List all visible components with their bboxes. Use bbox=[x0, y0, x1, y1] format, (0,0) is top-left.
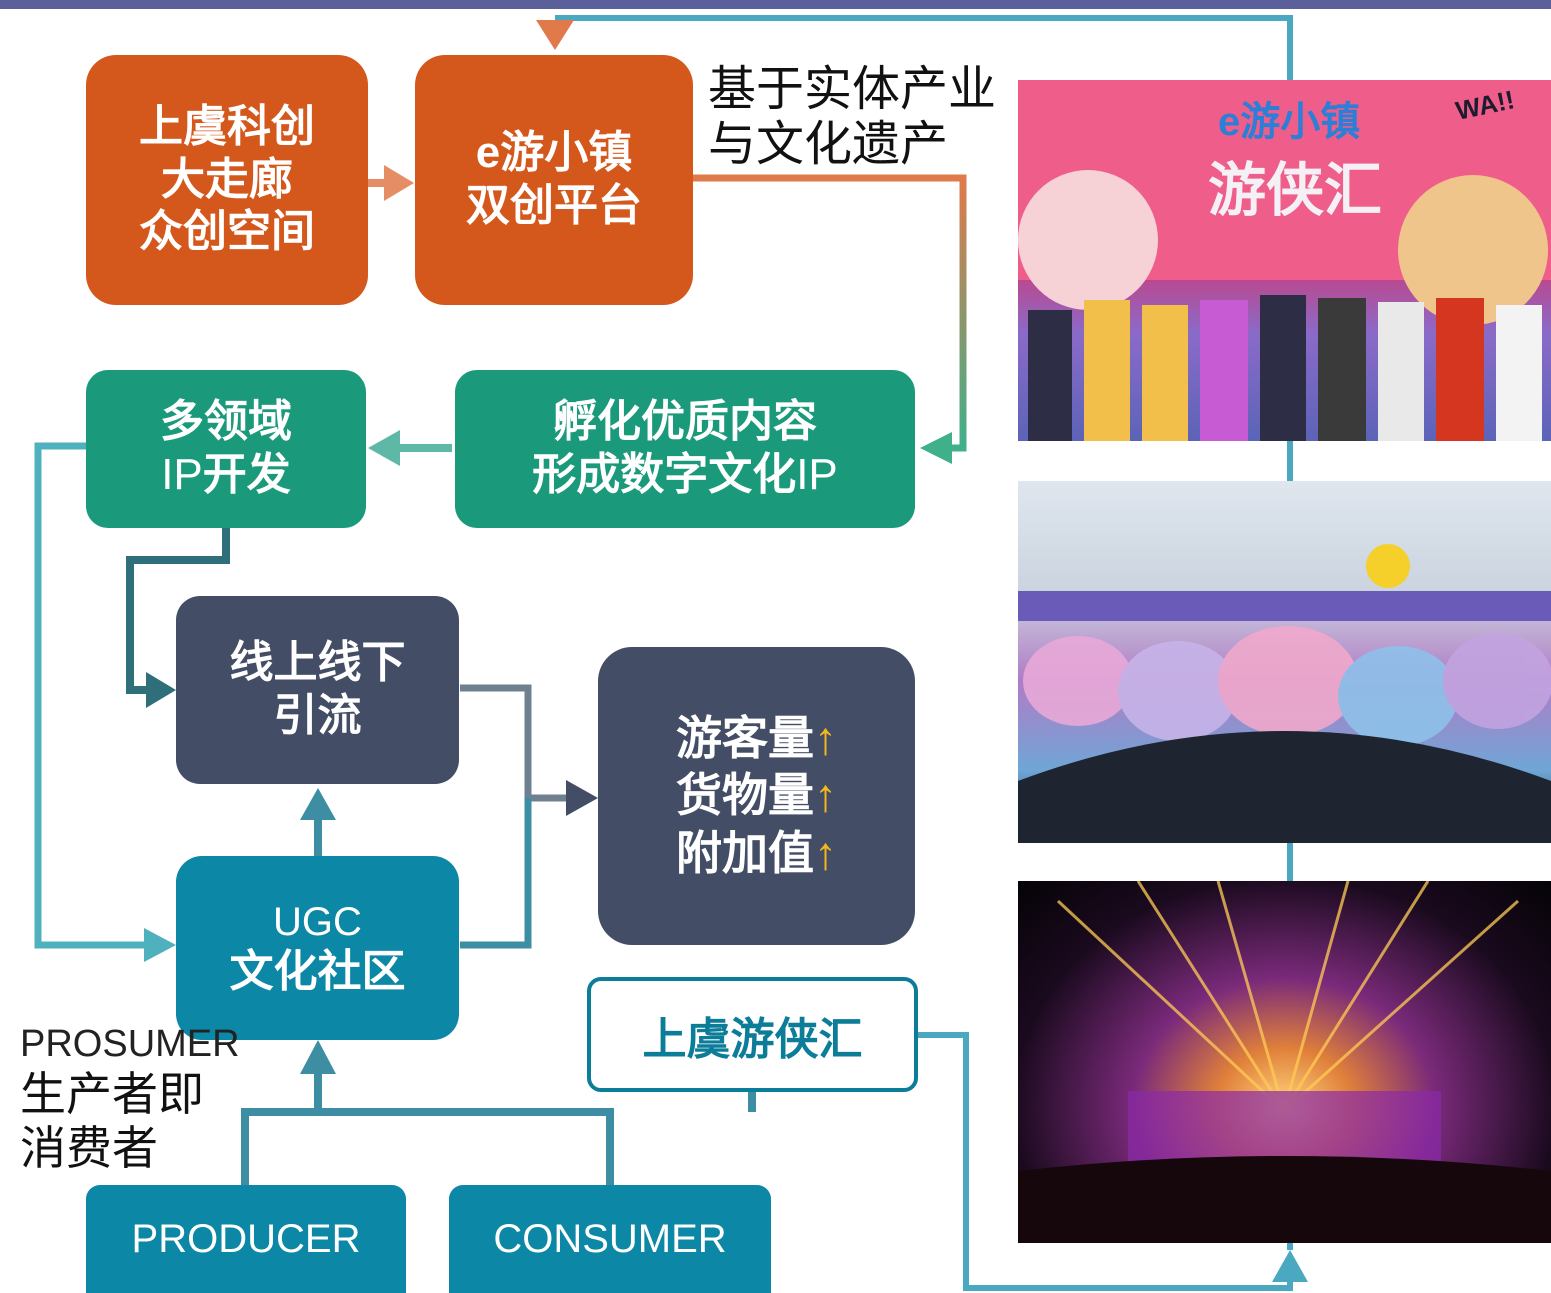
concert-photo bbox=[1018, 881, 1551, 1243]
crowd-photo-art bbox=[1018, 544, 1551, 843]
concert-photo-art bbox=[1018, 881, 1551, 1243]
festival-to-photos-connector bbox=[918, 1032, 1293, 1291]
cosplay-photo: e游小镇 游侠汇 WA!! bbox=[1018, 80, 1551, 441]
to-metrics-arrowhead bbox=[566, 780, 598, 816]
online-offline-line1: 线上线下 bbox=[229, 638, 406, 688]
incubate-line1: 孵化优质内容 bbox=[553, 397, 817, 447]
ip-to-ugc-connector bbox=[34, 442, 160, 949]
festival-label: 上虞游侠汇 bbox=[642, 1014, 863, 1064]
ip-to-online-connector bbox=[126, 528, 230, 694]
return-arrowhead bbox=[536, 20, 574, 50]
up-arrow-icon: ↑ bbox=[814, 826, 837, 879]
multi-ip-line1: 多领域 bbox=[160, 397, 292, 447]
ugc-line1: UGC bbox=[273, 899, 362, 944]
bus-to-ugc-arrowhead bbox=[300, 1040, 336, 1074]
innovation-corridor-line3: 众创空间 bbox=[139, 207, 315, 257]
crowd-photo bbox=[1018, 481, 1551, 843]
producer-label: PRODUCER bbox=[131, 1217, 361, 1261]
online-offline-line2: 引流 bbox=[273, 691, 362, 740]
producer-box: PRODUCER bbox=[86, 1185, 406, 1293]
prosumer-label: PROSUMER 生产者即 消费者 bbox=[20, 1022, 240, 1175]
metric-value-added-label: 附加值 bbox=[676, 826, 814, 879]
incubate-to-ip-arrowhead bbox=[368, 430, 400, 466]
multi-ip-line2: IP开发 bbox=[161, 449, 291, 502]
corridor-to-etown-arrowhead bbox=[384, 165, 414, 201]
up-arrow-icon: ↑ bbox=[814, 769, 837, 822]
online-offline-box: 线上线下 引流 bbox=[176, 596, 459, 784]
up-arrow-icon: ↑ bbox=[814, 711, 837, 764]
ugc-to-metrics-connector bbox=[460, 798, 532, 949]
consumer-label: CONSUMER bbox=[493, 1217, 727, 1261]
incubate-line2-suffix: IP bbox=[796, 450, 838, 499]
multi-domain-ip-box: 多领域 IP开发 bbox=[86, 370, 366, 528]
e-town-line1: e游小镇 bbox=[475, 128, 633, 178]
top-accent-bar bbox=[0, 0, 1551, 9]
incubate-line2-main: 形成数字文化 bbox=[532, 450, 797, 499]
incubate-line2: 形成数字文化IP bbox=[532, 449, 838, 502]
cosplay-banner-text: 游侠汇 bbox=[1208, 158, 1382, 223]
cosplay-photo-art: e游小镇 游侠汇 WA!! bbox=[1018, 80, 1551, 441]
producer-to-ugc-connector bbox=[241, 1108, 614, 1185]
innovation-corridor-line2: 大走廊 bbox=[161, 154, 293, 204]
industry-heritage-line2: 与文化遗产 bbox=[708, 118, 949, 172]
festival-box: 上虞游侠汇 bbox=[587, 977, 918, 1092]
metric-tourists: 游客量↑ bbox=[676, 710, 837, 768]
e-town-platform-box: e游小镇 双创平台 bbox=[415, 55, 693, 305]
multi-ip-prefix: IP bbox=[161, 450, 203, 499]
etown-to-incubate-arrowhead bbox=[920, 432, 952, 464]
multi-ip-suffix: 开发 bbox=[202, 450, 291, 499]
metric-value-added: 附加值↑ bbox=[676, 825, 837, 883]
incubate-content-box: 孵化优质内容 形成数字文化IP bbox=[455, 370, 915, 528]
innovation-corridor-box: 上虞科创 大走廊 众创空间 bbox=[86, 55, 368, 305]
metrics-box: 游客量↑ 货物量↑ 附加值↑ bbox=[598, 647, 915, 945]
ip-to-ugc-arrowhead bbox=[144, 928, 176, 962]
online-to-metrics-connector bbox=[460, 684, 580, 802]
prosumer-zh-line1: 生产者即 bbox=[20, 1067, 204, 1120]
metric-tourists-label: 游客量 bbox=[676, 711, 814, 764]
metric-goods-label: 货物量 bbox=[676, 769, 814, 822]
metric-goods: 货物量↑ bbox=[676, 767, 837, 825]
innovation-corridor-line1: 上虞科创 bbox=[139, 101, 315, 151]
festival-to-photos-arrowhead bbox=[1272, 1250, 1308, 1282]
ugc-community-box: UGC 文化社区 bbox=[176, 856, 459, 1040]
ugc-to-online-arrowhead bbox=[300, 788, 336, 820]
industry-heritage-line1: 基于实体产业 bbox=[708, 63, 997, 116]
prosumer-zh-line2: 消费者 bbox=[20, 1122, 158, 1175]
e-town-line2: 双创平台 bbox=[466, 181, 642, 230]
ugc-line2: 文化社区 bbox=[229, 946, 406, 996]
industry-heritage-label: 基于实体产业 与文化遗产 bbox=[708, 62, 996, 172]
ip-to-online-arrowhead bbox=[146, 672, 176, 708]
consumer-box: CONSUMER bbox=[449, 1185, 771, 1293]
prosumer-en: PROSUMER bbox=[20, 1023, 240, 1065]
cosplay-logo-text: e游小镇 bbox=[1218, 100, 1360, 144]
